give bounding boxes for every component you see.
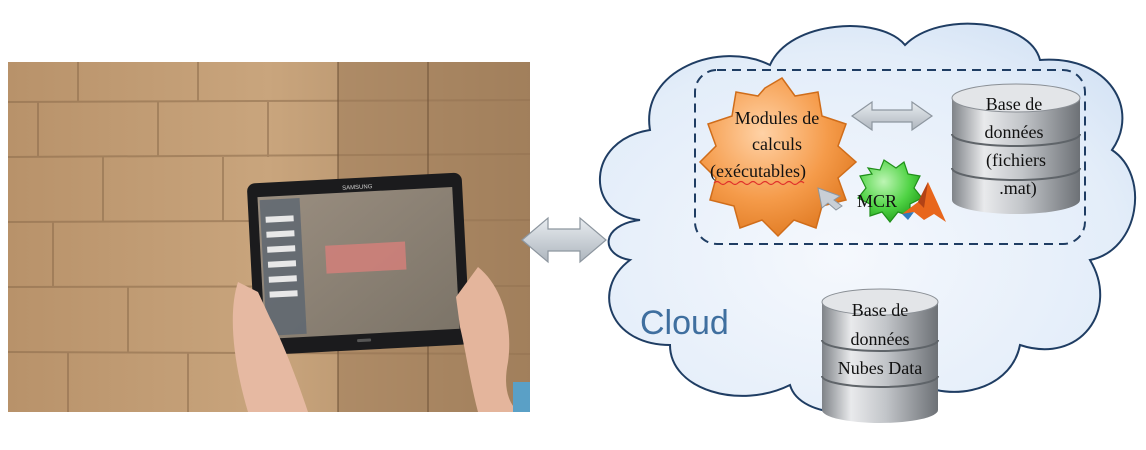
module-group-box [694, 69, 1086, 245]
double-arrow-icon [850, 100, 934, 132]
db-nubes-label-line-2: données [851, 329, 910, 349]
mcr-label: MCR [857, 191, 897, 211]
double-arrow-icon [521, 216, 607, 264]
db-nubes-label-line-1: Base de [852, 300, 908, 320]
database-icon [951, 83, 1081, 214]
tablet-device: SAMSUNG [247, 172, 471, 356]
matlab-logo-icon [902, 182, 946, 222]
database-icon [821, 288, 939, 423]
tablet-brand: SAMSUNG [342, 184, 373, 192]
db-files-label-line-3: (fichiers [986, 150, 1046, 171]
db-files-label-line-4: .mat) [999, 178, 1037, 199]
db-files-label-line-1: Base de [986, 94, 1042, 114]
gear-icon [698, 77, 858, 238]
db-nubes-label-line-3: Nubes Data [838, 358, 922, 378]
cloud-label: Cloud [640, 304, 729, 342]
modules-label-line-1: Modules de [735, 108, 820, 128]
modules-label-line-3: (exécutables) [710, 161, 806, 182]
spellcheck-underline [713, 180, 805, 186]
db-files-label-line-2: données [985, 122, 1044, 142]
modules-label-line-2: calculs [752, 134, 802, 154]
tablet-photo: SAMSUNG [8, 62, 530, 412]
